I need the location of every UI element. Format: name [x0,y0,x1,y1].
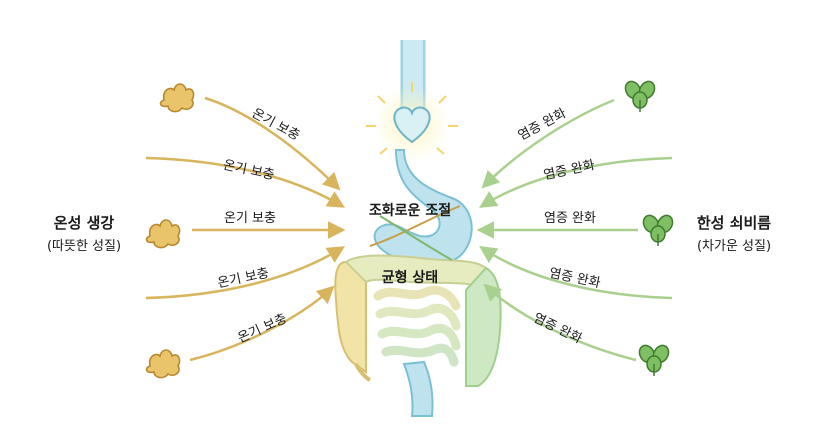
ginger-icon [145,349,181,379]
warm-arrow-5 [189,285,335,362]
cool-arrow-5 [483,283,637,362]
stomach [373,149,473,267]
balance-label: 균형 상태 [382,269,438,286]
large-intestine-right [465,266,502,387]
warm-label-3: 온기 보충 [224,211,276,226]
right-arrows [476,98,673,362]
cool-label-2: 염증 완화 [542,158,596,183]
left-arrow-labels: 온기 보충 온기 보충 온기 보충 온기 보충 온기 보충 [216,106,302,346]
purslane-subtitle: (차가운 성질) [697,239,771,254]
warm-arrow-1 [204,96,341,191]
ginger-icon [145,219,181,249]
warm-label-2: 온기 보충 [222,158,276,183]
appendix [354,363,372,382]
glow-rays [366,82,458,155]
purslane-title: 한성 쇠비름 [697,214,771,232]
cool-arrow-2 [479,156,673,208]
warm-label-5: 온기 보충 [236,311,290,346]
warm-label-1: 온기 보충 [249,106,302,144]
heart-icon [393,106,431,144]
cool-label-5: 염증 완화 [531,311,584,347]
small-intestine [373,285,461,367]
purslane-leaf-icon [642,214,674,246]
harmony-label: 조화로운 조절 [369,203,451,219]
cool-arrow-1 [481,98,615,189]
rectum [402,360,434,417]
energy-line-cool [379,215,453,261]
warm-arrow-4 [145,246,345,300]
digestive-system-illustration [334,40,502,417]
purslane-leaf-icon [638,344,670,376]
energy-line-warm [369,205,461,247]
cool-arrow-4 [479,246,673,300]
cool-label-3: 염증 완화 [544,211,596,226]
right-arrow-labels: 염증 완화 염증 완화 염증 완화 염증 완화 염증 완화 [516,106,602,347]
ginger-title: 온성 생강 [54,214,115,232]
warm-arrow-2 [145,156,346,208]
ginger-subtitle: (따뜻한 성질) [47,239,121,254]
left-arrows [145,96,346,362]
cool-label-4: 염증 완화 [548,266,602,291]
ginger-icon [159,83,195,113]
purslane-leaf-icon [624,80,656,112]
